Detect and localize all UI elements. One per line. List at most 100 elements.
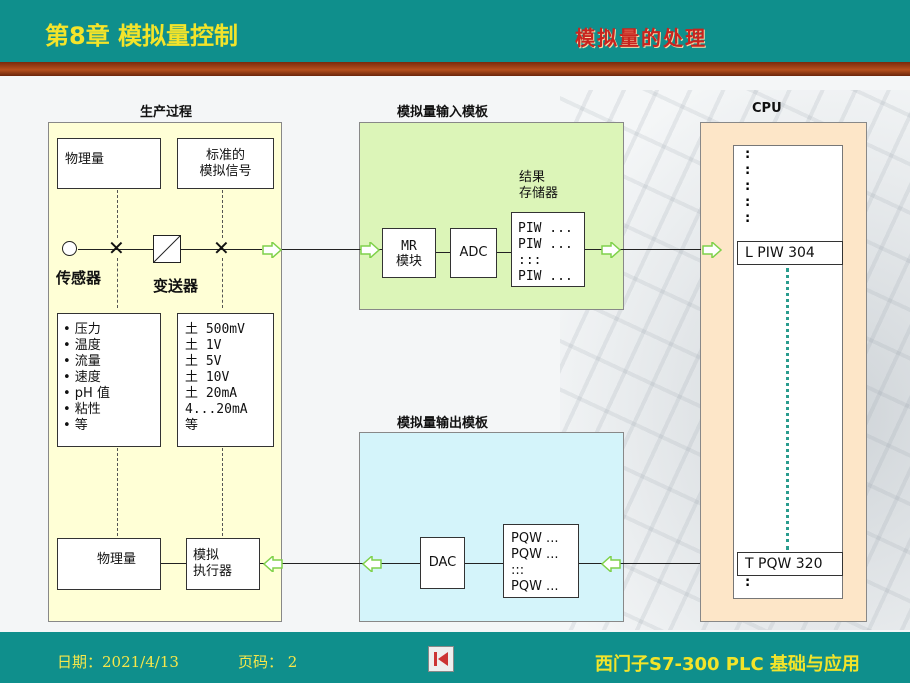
topic-title: 模拟量的处理 [575, 26, 707, 50]
arrow-left-icon [263, 556, 283, 572]
signal-line [497, 252, 511, 253]
section-process: 生产过程 [140, 105, 193, 120]
quantity-item: • 速度 [63, 370, 101, 385]
piw-item: PIW ... [518, 221, 573, 236]
result-line1: 结果 [519, 170, 546, 185]
signal-line [282, 249, 382, 250]
signal-line [161, 563, 186, 564]
footer-page: 页码： 2 [238, 653, 298, 671]
header-bar [0, 0, 910, 62]
pqw-item: ::: [511, 563, 525, 578]
signal-line [260, 563, 420, 564]
physical-quantity-box: 物理量 [57, 138, 161, 189]
transfer-instruction: T PQW 320 [745, 556, 823, 572]
book-title: 西门子S7-300 PLC 基础与应用 [595, 654, 860, 675]
signal-line [465, 563, 503, 564]
dash-line [222, 448, 223, 536]
result-line2: 存储器 [519, 186, 559, 201]
physical-quantity-output-label: 物理量 [97, 552, 137, 567]
load-instruction: L PIW 304 [745, 245, 815, 261]
cpu-dot: : [745, 179, 751, 194]
sensor-icon [62, 241, 77, 256]
standard-signal-line1: 标准的 [205, 148, 245, 163]
dash-line [222, 258, 223, 308]
piw-item: ::: [518, 253, 542, 268]
previous-slide-button[interactable] [428, 646, 454, 672]
load-instruction-box: L PIW 304 [737, 241, 843, 265]
piw-list: PIW ...PIW ...:::PIW ... [518, 221, 584, 285]
signal-range-item: 土 20mA [185, 386, 238, 401]
skip-back-icon [434, 652, 448, 666]
section-input-module: 模拟量输入模板 [397, 105, 489, 120]
header-divider [0, 62, 910, 76]
quantity-item: • 温度 [63, 338, 101, 353]
physical-quantity-label: 物理量 [65, 152, 105, 167]
mux-line1: MR [401, 239, 417, 254]
standard-signal-box: 标准的 模拟信号 [177, 138, 274, 189]
signal-range-item: 4...20mA [185, 402, 248, 417]
cpu-program-dotline [786, 268, 789, 550]
arrow-right-icon [601, 242, 621, 258]
cpu-dot: : [745, 195, 751, 210]
signal-range-item: 土 1V [185, 338, 222, 353]
quantity-item: • pH 值 [63, 386, 110, 401]
pqw-item: PQW ... [511, 579, 559, 594]
cpu-dot: : [745, 147, 751, 162]
dac-label: DAC [428, 555, 457, 570]
quantities-box: • 压力• 温度• 流量• 速度• pH 值• 粘性• 等 [57, 313, 161, 447]
arrow-right-icon [702, 242, 722, 258]
mux-line2: 模块 [395, 254, 422, 269]
quantity-item: • 等 [63, 418, 88, 433]
dash-line [222, 190, 223, 238]
cpu-dot-bottom: : [745, 575, 751, 590]
signal-range-item: 土 500mV [185, 322, 245, 337]
pqw-memory-box: PQW ...PQW ...:::PQW ... [503, 524, 579, 598]
quantity-item: • 粘性 [63, 402, 101, 417]
transfer-instruction-box: T PQW 320 [737, 552, 843, 576]
piw-memory-box: PIW ...PIW ...:::PIW ... [511, 212, 585, 287]
cross-mark-icon: ✕ [108, 236, 125, 260]
pqw-item: PQW ... [511, 547, 559, 562]
footer-bar [0, 632, 910, 683]
quantity-item: • 流量 [63, 354, 101, 369]
actuator-line2: 执行器 [193, 564, 233, 579]
section-cpu: CPU [752, 101, 782, 116]
result-memory-label: 结果 存储器 [519, 170, 558, 202]
piw-item: PIW ... [518, 237, 573, 252]
signal-range-item: 等 [185, 418, 199, 433]
quantity-item: • 压力 [63, 322, 101, 337]
signal-range-item: 土 10V [185, 370, 230, 385]
standard-signal-line2: 模拟信号 [199, 164, 252, 179]
signal-line [436, 252, 450, 253]
dac-box: DAC [420, 537, 465, 589]
dash-line [117, 258, 118, 308]
actuator-line1: 模拟 [193, 548, 220, 563]
section-output-module: 模拟量输出模板 [397, 416, 489, 431]
arrow-left-icon [601, 556, 621, 572]
transmitter-label: 变送器 [153, 277, 199, 295]
dash-line [117, 190, 118, 238]
analog-actuator-box: 模拟 执行器 [186, 538, 260, 590]
signal-line [585, 249, 701, 250]
arrow-right-icon [262, 242, 282, 258]
cpu-dots-top: ::::: [745, 148, 750, 228]
cpu-dot: : [745, 163, 751, 178]
signal-range-item: 土 5V [185, 354, 222, 369]
arrow-right-icon [360, 242, 380, 258]
physical-quantity-output-box: 物理量 [57, 538, 161, 590]
pqw-item: PQW ... [511, 531, 559, 546]
multiplexer-box: MR 模块 [382, 228, 436, 278]
cross-mark-icon: ✕ [213, 236, 230, 260]
pqw-list: PQW ...PQW ...:::PQW ... [511, 531, 578, 595]
quantities-list: • 压力• 温度• 流量• 速度• pH 值• 粘性• 等 [63, 322, 160, 434]
dash-line [117, 448, 118, 536]
arrow-left-icon [362, 556, 382, 572]
signal-line [579, 563, 700, 564]
sensor-label: 传感器 [56, 269, 102, 287]
transmitter-icon [153, 235, 181, 263]
adc-label: ADC [459, 245, 488, 260]
footer-date: 日期：2021/4/13 [57, 653, 179, 671]
output-module-panel [359, 432, 624, 622]
cpu-dot: : [745, 211, 751, 226]
